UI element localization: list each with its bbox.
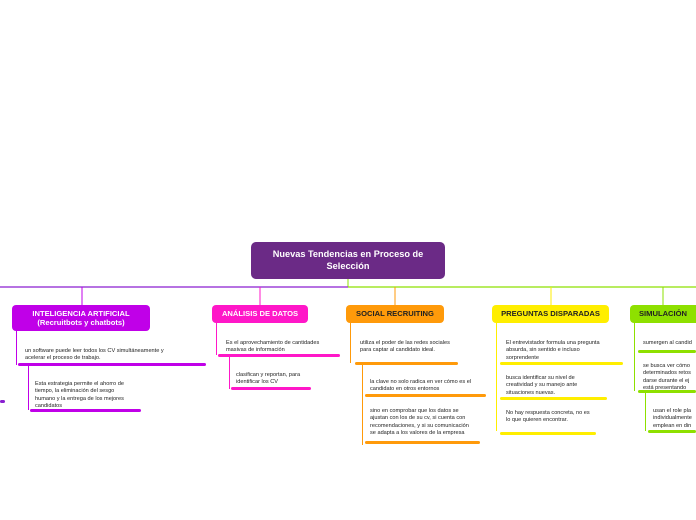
preguntas-item-2[interactable]: busca identificar su nivel de creativida… [506,375,578,396]
underline [231,387,311,390]
simulacion-item-1[interactable]: sumergen al candid [643,340,692,346]
branch-stem [362,365,363,445]
underline [648,430,696,433]
branch-simulacion[interactable]: SIMULACIÓN [630,305,696,323]
underline [365,441,480,444]
preguntas-item-3[interactable]: No hay respuesta concreta, no es lo que … [506,410,590,424]
branch-stem [16,331,17,365]
underline [218,354,340,357]
ia-item-1[interactable]: un software puede leer todos los CV simu… [25,348,164,362]
branch-stem [28,366,29,410]
branch-social-recruiting[interactable]: SOCIAL RECRUITING [346,305,444,323]
datos-item-2[interactable]: clasifican y reportan, para identificar … [236,372,301,386]
social-item-2[interactable]: la clave no solo radica en ver cómo es e… [370,379,472,393]
branch-stem [496,323,497,431]
branch-stem [216,323,217,355]
branch-stem [634,323,635,391]
branch-stem [350,323,351,363]
underline [365,394,486,397]
underline [500,362,623,365]
underline [500,397,607,400]
branch-stem [645,393,646,431]
social-item-1[interactable]: utiliza el poder de las redes sociales p… [360,340,450,354]
datos-item-1[interactable]: Es el aprovechamiento de cantidades masi… [226,340,320,354]
preguntas-item-1[interactable]: El entrevistador formula una pregunta ab… [506,340,600,361]
simulacion-item-2[interactable]: se busca ver cómo determinados retos dar… [643,363,691,391]
branch-preguntas-disparadas[interactable]: PREGUNTAS DISPARADAS [492,305,609,323]
underline [18,363,206,366]
ia-item-2[interactable]: Esta estrategia permite el ahorro de tie… [35,381,124,409]
underline [638,350,696,353]
social-item-3[interactable]: sino en comprobar que los datos se ajust… [370,408,469,436]
branch-stem [229,357,230,389]
branch-inteligencia-artificial[interactable]: INTELIGENCIA ARTIFICIAL (Recruitbots y c… [12,305,150,331]
underline [355,362,458,365]
simulacion-item-3[interactable]: usan el role pla individualmente emplean… [653,408,692,429]
underline [30,409,141,412]
central-topic[interactable]: Nuevas Tendencias en Proceso de Selecció… [251,242,445,279]
underline [500,432,596,435]
branch-analisis-de-datos[interactable]: ANÁLISIS DE DATOS [212,305,308,323]
underline [638,390,696,393]
